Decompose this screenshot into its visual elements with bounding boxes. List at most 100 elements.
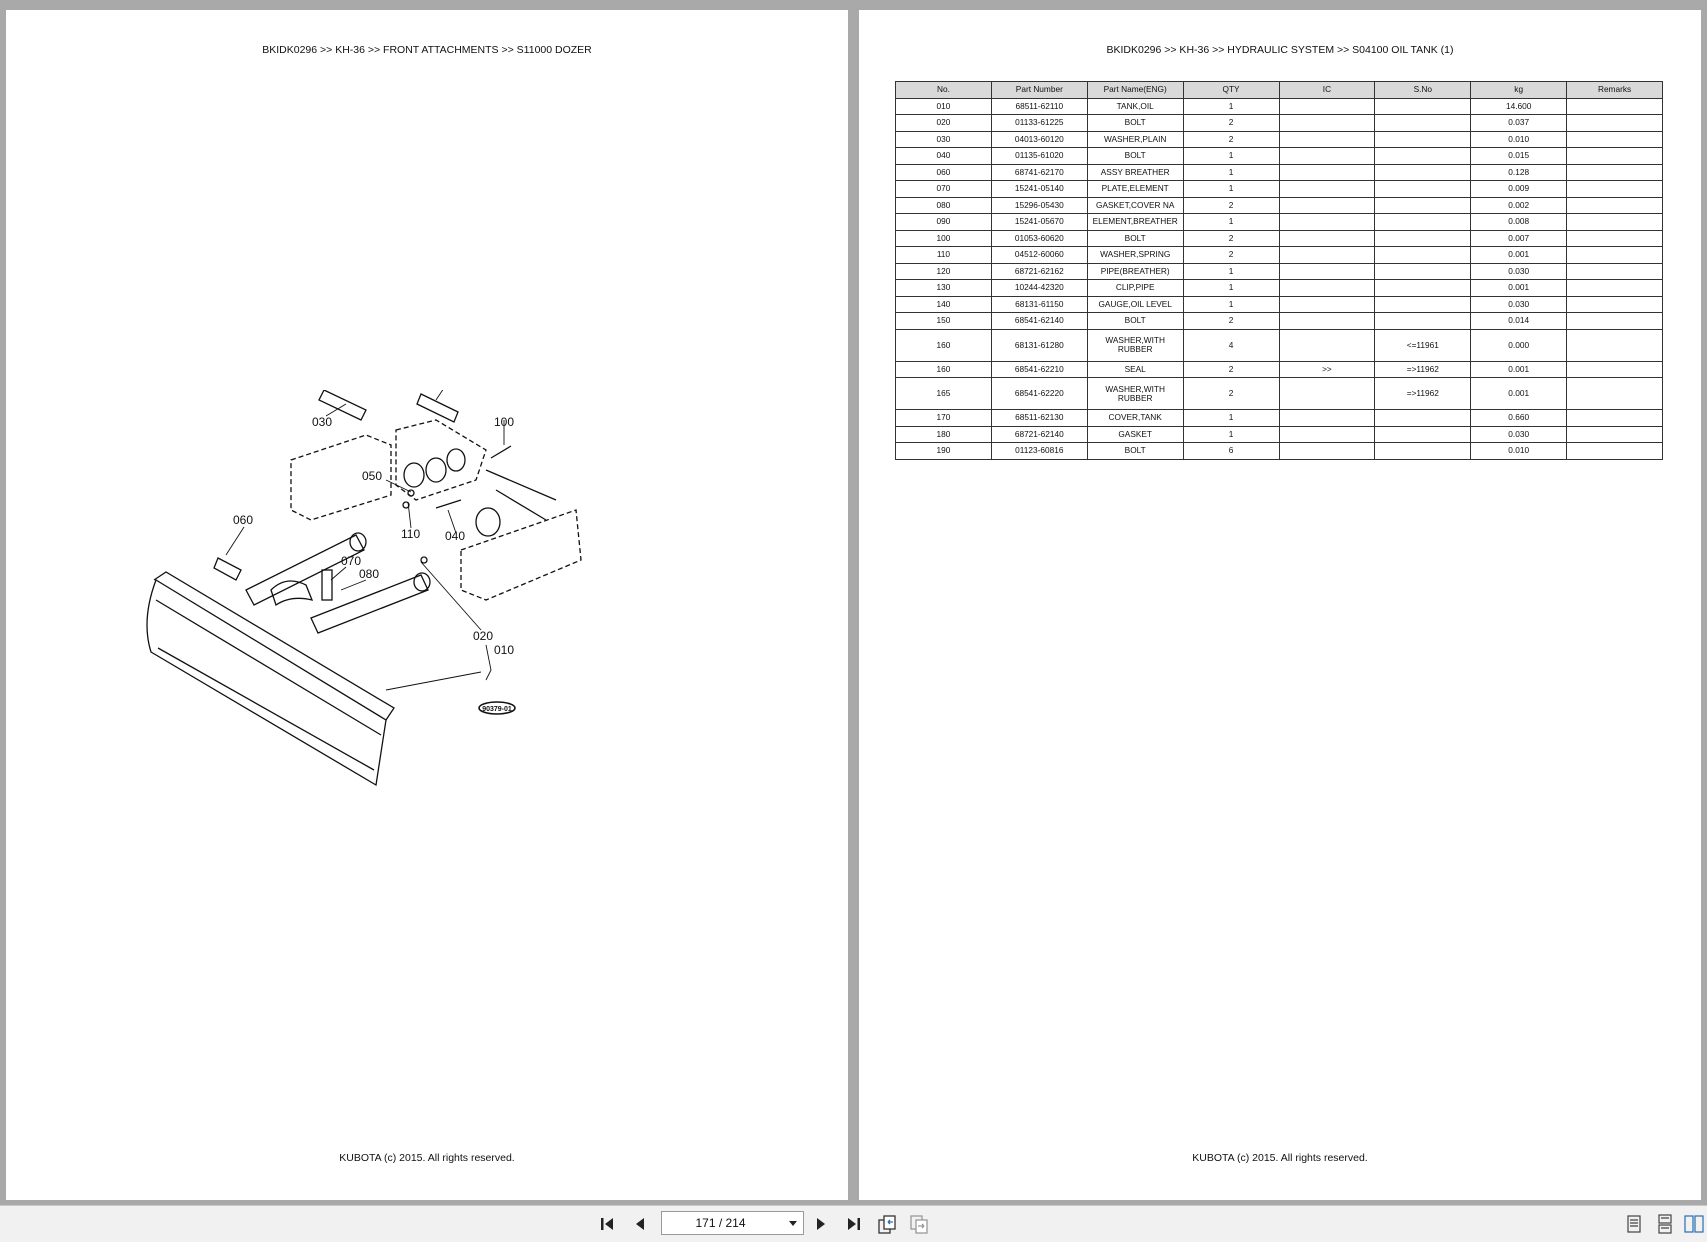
- col-ic: IC: [1278, 81, 1376, 99]
- cell-ic: [1278, 163, 1376, 181]
- next-page-icon[interactable]: [810, 1213, 832, 1235]
- next-view-icon[interactable]: [908, 1213, 930, 1235]
- cell-qty: 1: [1182, 180, 1280, 198]
- parts-table-header: No. Part Number Part Name(ENG) QTY IC S.…: [895, 81, 1663, 99]
- cell-no: 010: [895, 97, 992, 115]
- cell-remarks: [1566, 213, 1663, 231]
- cell-sno: =>11962: [1374, 360, 1472, 378]
- cell-sno: [1374, 196, 1472, 214]
- cell-no: 030: [895, 130, 992, 148]
- cell-ic: [1278, 196, 1376, 214]
- single-page-view-icon[interactable]: [1623, 1213, 1645, 1235]
- cell-qty: 2: [1182, 312, 1280, 330]
- cell-kg: 0.009: [1470, 180, 1568, 198]
- cell-ic: [1278, 147, 1376, 165]
- cell-qty: 1: [1182, 295, 1280, 313]
- cell-sno: [1374, 279, 1472, 297]
- parts-table: No. Part Number Part Name(ENG) QTY IC S.…: [895, 81, 1663, 460]
- cell-part-name: GAUGE,OIL LEVEL: [1086, 295, 1184, 313]
- cell-part-name: ASSY BREATHER: [1086, 163, 1184, 181]
- cell-kg: 0.030: [1470, 262, 1568, 280]
- cell-part-number: 68131-61150: [990, 295, 1088, 313]
- cell-ic: [1278, 328, 1376, 362]
- cell-part-number: 68131-61280: [990, 328, 1088, 362]
- cell-kg: 0.008: [1470, 213, 1568, 231]
- cell-kg: 14.600: [1470, 97, 1568, 115]
- cell-part-name: GASKET: [1086, 425, 1184, 443]
- cell-no: 150: [895, 312, 992, 330]
- cell-no: 080: [895, 196, 992, 214]
- cell-part-number: 15241-05140: [990, 180, 1088, 198]
- cell-qty: 1: [1182, 279, 1280, 297]
- cell-remarks: [1566, 262, 1663, 280]
- facing-view-icon[interactable]: [1683, 1213, 1705, 1235]
- cell-remarks: [1566, 114, 1663, 132]
- col-part-number: Part Number: [990, 81, 1088, 99]
- cell-ic: [1278, 295, 1376, 313]
- cell-part-name: WASHER,WITH RUBBER: [1086, 328, 1184, 362]
- cell-part-number: 01123-60816: [990, 442, 1088, 460]
- dozer-parts-diagram: 90379-01 090 030 100 050 060 110 040 070…: [136, 371, 676, 815]
- cell-sno: [1374, 180, 1472, 198]
- cell-kg: 0.001: [1470, 360, 1568, 378]
- cell-sno: [1374, 163, 1472, 181]
- cell-remarks: [1566, 425, 1663, 443]
- cell-qty: 6: [1182, 442, 1280, 460]
- right-breadcrumb: BKIDK0296 >> KH-36 >> HYDRAULIC SYSTEM >…: [1106, 44, 1454, 56]
- cell-kg: 0.037: [1470, 114, 1568, 132]
- cell-sno: [1374, 130, 1472, 148]
- cell-part-number: 68541-62140: [990, 312, 1088, 330]
- cell-sno: [1374, 295, 1472, 313]
- page-indicator[interactable]: 171 / 214: [661, 1211, 804, 1235]
- cell-kg: 0.128: [1470, 163, 1568, 181]
- cell-part-name: WASHER,PLAIN: [1086, 130, 1184, 148]
- cell-ic: [1278, 442, 1376, 460]
- previous-view-icon[interactable]: [876, 1213, 898, 1235]
- cell-qty: 2: [1182, 196, 1280, 214]
- cell-ic: [1278, 377, 1376, 410]
- cell-ic: [1278, 425, 1376, 443]
- page-indicator-text: 171 / 214: [695, 1216, 746, 1230]
- col-kg: kg: [1470, 81, 1568, 99]
- cell-part-name: PIPE(BREATHER): [1086, 262, 1184, 280]
- prev-page-icon[interactable]: [629, 1213, 651, 1235]
- continuous-view-icon[interactable]: [1654, 1213, 1676, 1235]
- cell-kg: 0.015: [1470, 147, 1568, 165]
- first-page-icon[interactable]: [597, 1213, 619, 1235]
- cell-part-name: COVER,TANK: [1086, 409, 1184, 427]
- dozer-arm-left: [245, 534, 365, 606]
- cell-part-number: 68541-62220: [990, 377, 1088, 410]
- cell-part-name: TANK,OIL: [1086, 97, 1184, 115]
- last-page-icon[interactable]: [842, 1213, 864, 1235]
- cell-no: 140: [895, 295, 992, 313]
- chevron-down-icon[interactable]: [789, 1221, 797, 1226]
- cell-part-number: 01053-60620: [990, 229, 1088, 247]
- cell-part-name: BOLT: [1086, 114, 1184, 132]
- callout-110: 110: [401, 527, 420, 541]
- cell-no: 060: [895, 163, 992, 181]
- cell-sno: [1374, 409, 1472, 427]
- cell-qty: 2: [1182, 377, 1280, 410]
- callout-050: 050: [362, 469, 382, 483]
- cell-no: 160: [895, 360, 992, 378]
- cell-kg: 0.030: [1470, 295, 1568, 313]
- callout-070: 070: [341, 554, 361, 568]
- cell-ic: [1278, 114, 1376, 132]
- cell-remarks: [1566, 409, 1663, 427]
- cell-part-number: 68511-62130: [990, 409, 1088, 427]
- cell-remarks: [1566, 360, 1663, 378]
- cell-qty: 2: [1182, 130, 1280, 148]
- cell-remarks: [1566, 229, 1663, 247]
- cell-ic: [1278, 229, 1376, 247]
- col-sno: S.No: [1374, 81, 1472, 99]
- cell-part-number: 68721-62162: [990, 262, 1088, 280]
